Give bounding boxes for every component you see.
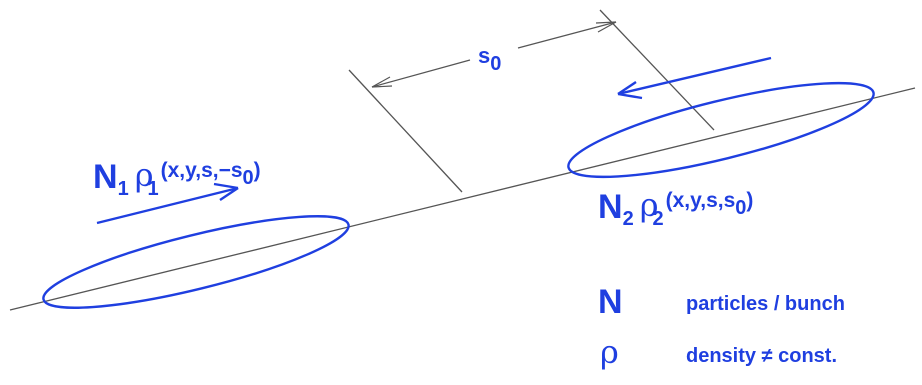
bunch-1-args: (x,y,s,−s bbox=[161, 159, 243, 182]
center-tick-left bbox=[348, 69, 463, 193]
legend-symbol-n: N bbox=[598, 283, 623, 321]
distance-dimension bbox=[371, 21, 617, 88]
bunch-2-args: (x,y,s,s bbox=[666, 189, 736, 212]
bunch-2-rho: ρ bbox=[640, 186, 659, 224]
beam-axis bbox=[9, 87, 916, 311]
bunch-1-N: N bbox=[93, 158, 118, 196]
bunch-2-N-sub: 2 bbox=[623, 208, 634, 230]
center-tick-right bbox=[599, 9, 715, 131]
bunch-1-N-sub: 1 bbox=[118, 178, 129, 200]
legend: N particles / bunch ρ density ≠ const. bbox=[598, 283, 845, 371]
bunch-2-arrow bbox=[617, 56, 772, 100]
bunch-1-arrow bbox=[96, 182, 239, 225]
bunch-1-rho-sub: 1 bbox=[148, 178, 159, 200]
bunch-2-rho-sub: 2 bbox=[653, 208, 664, 230]
legend-symbol-rho: ρ bbox=[600, 333, 619, 371]
bunch-1-ellipse bbox=[42, 215, 350, 309]
bunch-1-rho: ρ bbox=[135, 156, 154, 194]
bunch-2-ellipse bbox=[567, 81, 875, 179]
distance-label: s0 bbox=[478, 43, 501, 75]
bunch-2-N: N bbox=[598, 188, 623, 226]
legend-text-rho: density ≠ const. bbox=[686, 345, 837, 367]
legend-text-n: particles / bunch bbox=[686, 293, 845, 315]
